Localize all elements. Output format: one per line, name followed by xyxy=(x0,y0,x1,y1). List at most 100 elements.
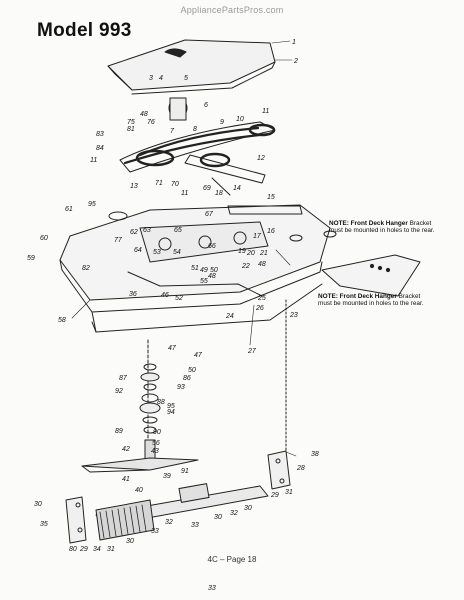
part-callout: 30 xyxy=(244,505,252,512)
part-callout: 47 xyxy=(194,352,203,359)
part-callout: 42 xyxy=(122,446,130,453)
part-callout: 62 xyxy=(130,229,138,236)
part-callout: 50 xyxy=(210,267,218,274)
mower-blade xyxy=(81,457,199,473)
part-callout: 87 xyxy=(119,375,128,382)
part-callout: 71 xyxy=(155,180,163,187)
part-callout: 95 xyxy=(88,201,96,208)
part-callout: 84 xyxy=(96,145,104,152)
part-callout: 59 xyxy=(27,255,35,262)
part-callout: 29 xyxy=(79,546,88,553)
callout-leader-lines xyxy=(71,40,297,457)
part-callout: 9 xyxy=(220,119,224,126)
part-callout: 88 xyxy=(157,399,165,406)
part-callout: 46 xyxy=(161,292,169,299)
model-title: Model 993 xyxy=(37,20,132,41)
part-callout: 93 xyxy=(177,384,185,391)
part-callout: 61 xyxy=(65,206,73,213)
part-callout: 65 xyxy=(174,227,182,234)
pulley-belt-assembly xyxy=(119,97,276,196)
part-callout: 95 xyxy=(167,403,175,410)
front-deck-hanger-bracket xyxy=(321,254,421,297)
part-callout: 43 xyxy=(151,448,159,455)
deck-hanger-note-lower: NOTE: Front Deck Hanger Bracket must be … xyxy=(318,293,430,308)
part-callout: 69 xyxy=(203,185,211,192)
part-callout: 10 xyxy=(236,116,244,123)
part-callout: 28 xyxy=(296,465,305,472)
part-callout: 67 xyxy=(205,211,214,218)
part-callout: 83 xyxy=(96,131,104,138)
part-callout: 33 xyxy=(151,528,159,535)
part-callout: 34 xyxy=(93,546,101,553)
part-callout: 11 xyxy=(181,190,188,197)
note-body: Bracket must be mounted in holes to the … xyxy=(318,293,424,308)
part-callout: 27 xyxy=(247,348,257,355)
part-callout: 31 xyxy=(285,489,293,496)
part-callout: 41 xyxy=(122,476,130,483)
part-callout: 19 xyxy=(238,248,246,255)
site-watermark: AppliancePartsPros.com xyxy=(180,5,284,15)
part-callout: 80 xyxy=(69,546,77,553)
part-callout: 77 xyxy=(114,237,123,244)
part-callout: 48 xyxy=(208,273,216,280)
note-body: Bracket must be mounted in holes to the … xyxy=(329,220,435,235)
part-callout: 64 xyxy=(134,247,142,254)
part-callout: 63 xyxy=(143,227,151,234)
part-callout: 5 xyxy=(184,75,188,82)
part-callout: 66 xyxy=(208,243,216,250)
part-callout: 7 xyxy=(170,128,175,135)
part-callout: 30 xyxy=(214,514,222,521)
part-callout: 12 xyxy=(257,155,265,162)
part-callout: 36 xyxy=(129,291,137,298)
part-callout: 92 xyxy=(115,388,123,395)
part-callout: 30 xyxy=(34,501,42,508)
part-callout: 38 xyxy=(311,451,319,458)
part-callout: 25 xyxy=(257,295,266,302)
part-callout: 16 xyxy=(267,228,275,235)
part-callout: 82 xyxy=(82,265,90,272)
part-callout: 56 xyxy=(152,440,160,447)
part-callout: 86 xyxy=(183,375,191,382)
part-callout: 48 xyxy=(140,111,148,118)
deck-cover xyxy=(107,39,276,95)
part-callout: 32 xyxy=(165,519,173,526)
part-callout: 91 xyxy=(181,468,189,475)
part-callout: 48 xyxy=(258,261,266,268)
part-callout: 49 xyxy=(200,267,208,274)
part-callout: 58 xyxy=(58,317,66,324)
part-callout: 33 xyxy=(191,522,199,529)
part-callout: 32 xyxy=(230,510,238,517)
part-callout: 60 xyxy=(40,235,48,242)
part-callout: 15 xyxy=(267,194,275,201)
part-callout: 26 xyxy=(255,305,264,312)
part-callout: 8 xyxy=(193,126,197,133)
part-callout: 23 xyxy=(289,312,298,319)
part-callout: 18 xyxy=(215,190,223,197)
page-footer: 4C – Page 18 xyxy=(207,555,257,564)
part-callout: 29 xyxy=(270,492,279,499)
part-callout: 40 xyxy=(135,487,143,494)
part-callout: 14 xyxy=(233,185,241,192)
part-callout: 51 xyxy=(191,265,199,272)
part-callout: 81 xyxy=(127,126,135,133)
note-heading: NOTE: Front Deck Hanger xyxy=(329,220,408,227)
part-callout: 47 xyxy=(168,345,177,352)
part-callout: 3 xyxy=(149,75,153,82)
part-callout: 2 xyxy=(293,58,298,65)
part-callout: 6 xyxy=(204,102,208,109)
note-heading: NOTE: Front Deck Hanger xyxy=(318,293,397,300)
part-callout: 90 xyxy=(153,429,161,436)
part-callout: 94 xyxy=(167,409,175,416)
mower-deck xyxy=(59,204,337,333)
part-callout: 53 xyxy=(153,249,161,256)
part-callout: 13 xyxy=(130,183,138,190)
part-callout: 11 xyxy=(90,157,97,164)
deck-hanger-note-upper: NOTE: Front Deck Hanger Bracket must be … xyxy=(329,220,437,235)
part-callout: 17 xyxy=(253,233,262,240)
part-callout: 33 xyxy=(208,585,216,592)
part-callout: 22 xyxy=(241,263,250,270)
part-callout: 4 xyxy=(159,75,163,82)
